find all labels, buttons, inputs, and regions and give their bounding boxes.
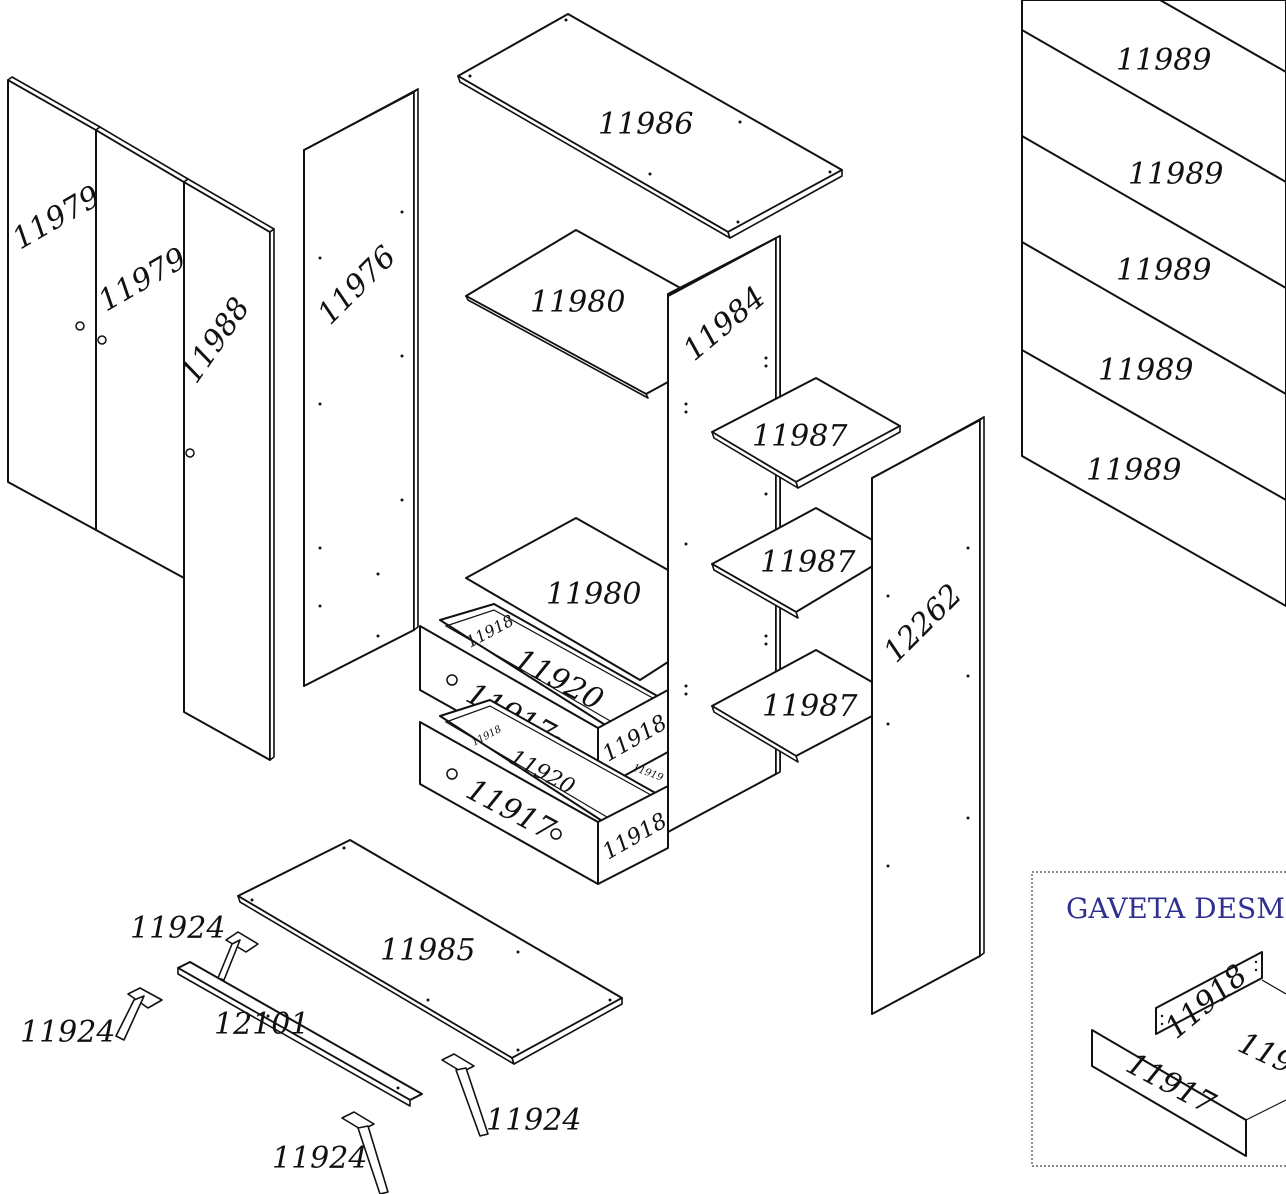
label-foot-2: 11924 xyxy=(20,1015,115,1050)
foot-1: 11924 xyxy=(130,911,259,981)
shelf-small-2: 11987 xyxy=(711,507,891,619)
drawer-knob-icon xyxy=(446,674,458,686)
door-knob-icon xyxy=(75,321,85,331)
door-knob-icon xyxy=(97,335,107,345)
shelf-upper: 11980 xyxy=(465,229,685,399)
divider-panel: 11984 xyxy=(667,235,781,833)
label-shelf-upper: 11980 xyxy=(530,285,625,320)
label-slat-1: 11989 xyxy=(1116,43,1211,78)
detail-box-title: GAVETA DESM xyxy=(1066,892,1285,925)
label-shelf-2: 11987 xyxy=(760,545,856,580)
label-shelf-3: 11987 xyxy=(762,689,858,724)
label-foot-4: 11924 xyxy=(272,1141,367,1176)
label-base: 11985 xyxy=(380,933,475,968)
foot-3: 11924 xyxy=(441,1053,581,1138)
label-slat-2: 11989 xyxy=(1128,157,1223,192)
label-foot-3: 11924 xyxy=(486,1103,581,1138)
door-panel-right: 11988 xyxy=(174,178,275,761)
rail-bar: 12101 xyxy=(177,961,423,1107)
shelf-small-1: 11987 xyxy=(711,377,901,489)
drawer-lower: 11918 11920 11919 11917 11918 xyxy=(419,699,672,885)
foot-4: 11924 xyxy=(272,1111,389,1194)
label-top: 11986 xyxy=(598,107,693,142)
side-panel-right: 12262 xyxy=(871,416,985,1015)
label-slat-5: 11989 xyxy=(1086,453,1181,488)
shelf-lower: 11980 xyxy=(465,517,669,681)
door-knob-icon xyxy=(185,448,195,458)
slat-stack: 11989 11989 11989 11989 11989 xyxy=(1021,0,1286,607)
label-rail: 12101 xyxy=(214,1007,309,1042)
label-drawer-small: 11919 xyxy=(631,762,665,783)
foot-2: 11924 xyxy=(20,987,163,1050)
side-panel-left: 11976 xyxy=(303,88,419,687)
label-shelf-1: 11987 xyxy=(752,419,848,454)
shelf-small-3: 11987 xyxy=(711,649,873,763)
label-slat-3: 11989 xyxy=(1116,253,1211,288)
top-panel: 11986 xyxy=(457,13,843,239)
base-panel: 11985 xyxy=(237,839,623,1065)
label-shelf-lower: 11980 xyxy=(546,577,641,612)
drawer-knob-icon xyxy=(550,828,562,840)
door-panel-left: 11979 xyxy=(7,76,107,531)
label-detail-bottom: 119 xyxy=(1233,1026,1286,1082)
drawer-knob-icon xyxy=(446,768,458,780)
door-panel-middle: 11979 xyxy=(93,126,193,579)
label-slat-4: 11989 xyxy=(1098,353,1193,388)
drawer-detail-box: GAVETA DESM 11918 119 11917 xyxy=(1031,871,1286,1167)
label-foot-1: 11924 xyxy=(130,911,225,946)
